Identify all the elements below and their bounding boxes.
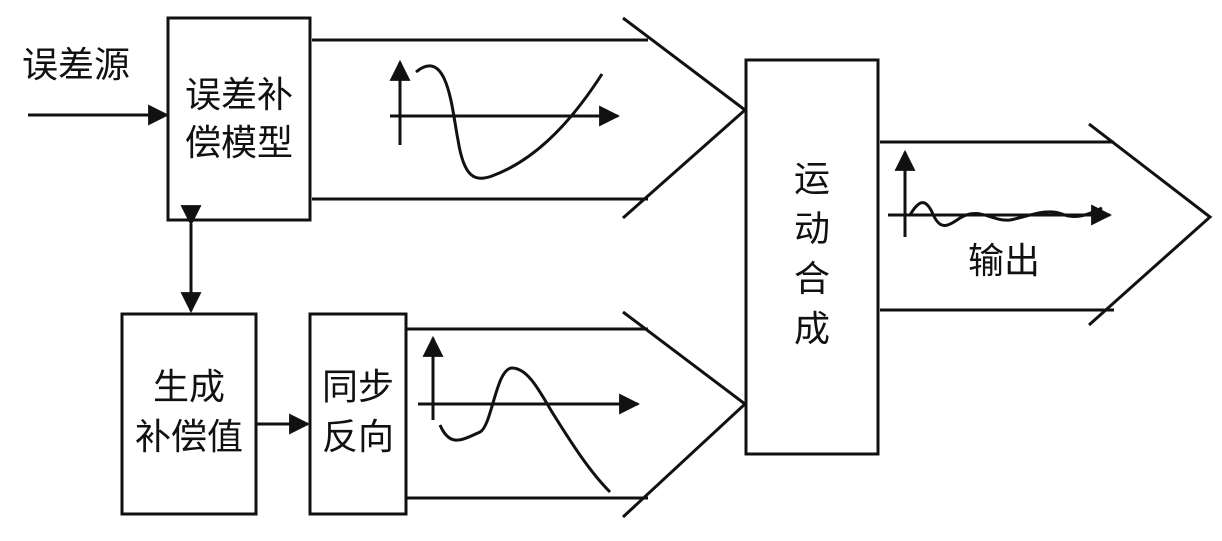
output-label: 输出 — [968, 241, 1041, 282]
error-model-box — [166, 16, 312, 222]
compensation-curve — [438, 366, 612, 494]
synthesis-char-3: 合 — [793, 259, 830, 300]
output-chevron-channel — [880, 122, 1213, 327]
sync-box-line2: 反向 — [321, 417, 394, 458]
output-curve-axes — [888, 149, 1113, 237]
synthesis-char-1: 运 — [793, 159, 830, 200]
synthesis-char-2: 动 — [793, 209, 830, 250]
synthesis-char-4: 成 — [793, 309, 830, 350]
compensation-curve-axes — [418, 335, 641, 420]
error-source-label: 误差源 — [22, 45, 131, 86]
error-curve — [415, 64, 604, 180]
generate-value-box — [120, 312, 258, 516]
generate-box-line2: 补偿值 — [134, 417, 243, 458]
error-model-line1: 误差补 — [184, 75, 293, 116]
error-curve-axes — [389, 59, 621, 145]
generate-box-line1: 生成 — [152, 367, 225, 408]
sync-box-line1: 同步 — [321, 367, 394, 408]
motion-synthesis-box — [744, 58, 880, 456]
upper-chevron-channel — [312, 16, 748, 220]
lower-chevron-channel — [407, 310, 748, 519]
error-model-line2: 偿模型 — [184, 123, 293, 164]
output-curve — [908, 201, 1103, 227]
sync-reverse-box — [308, 312, 408, 516]
